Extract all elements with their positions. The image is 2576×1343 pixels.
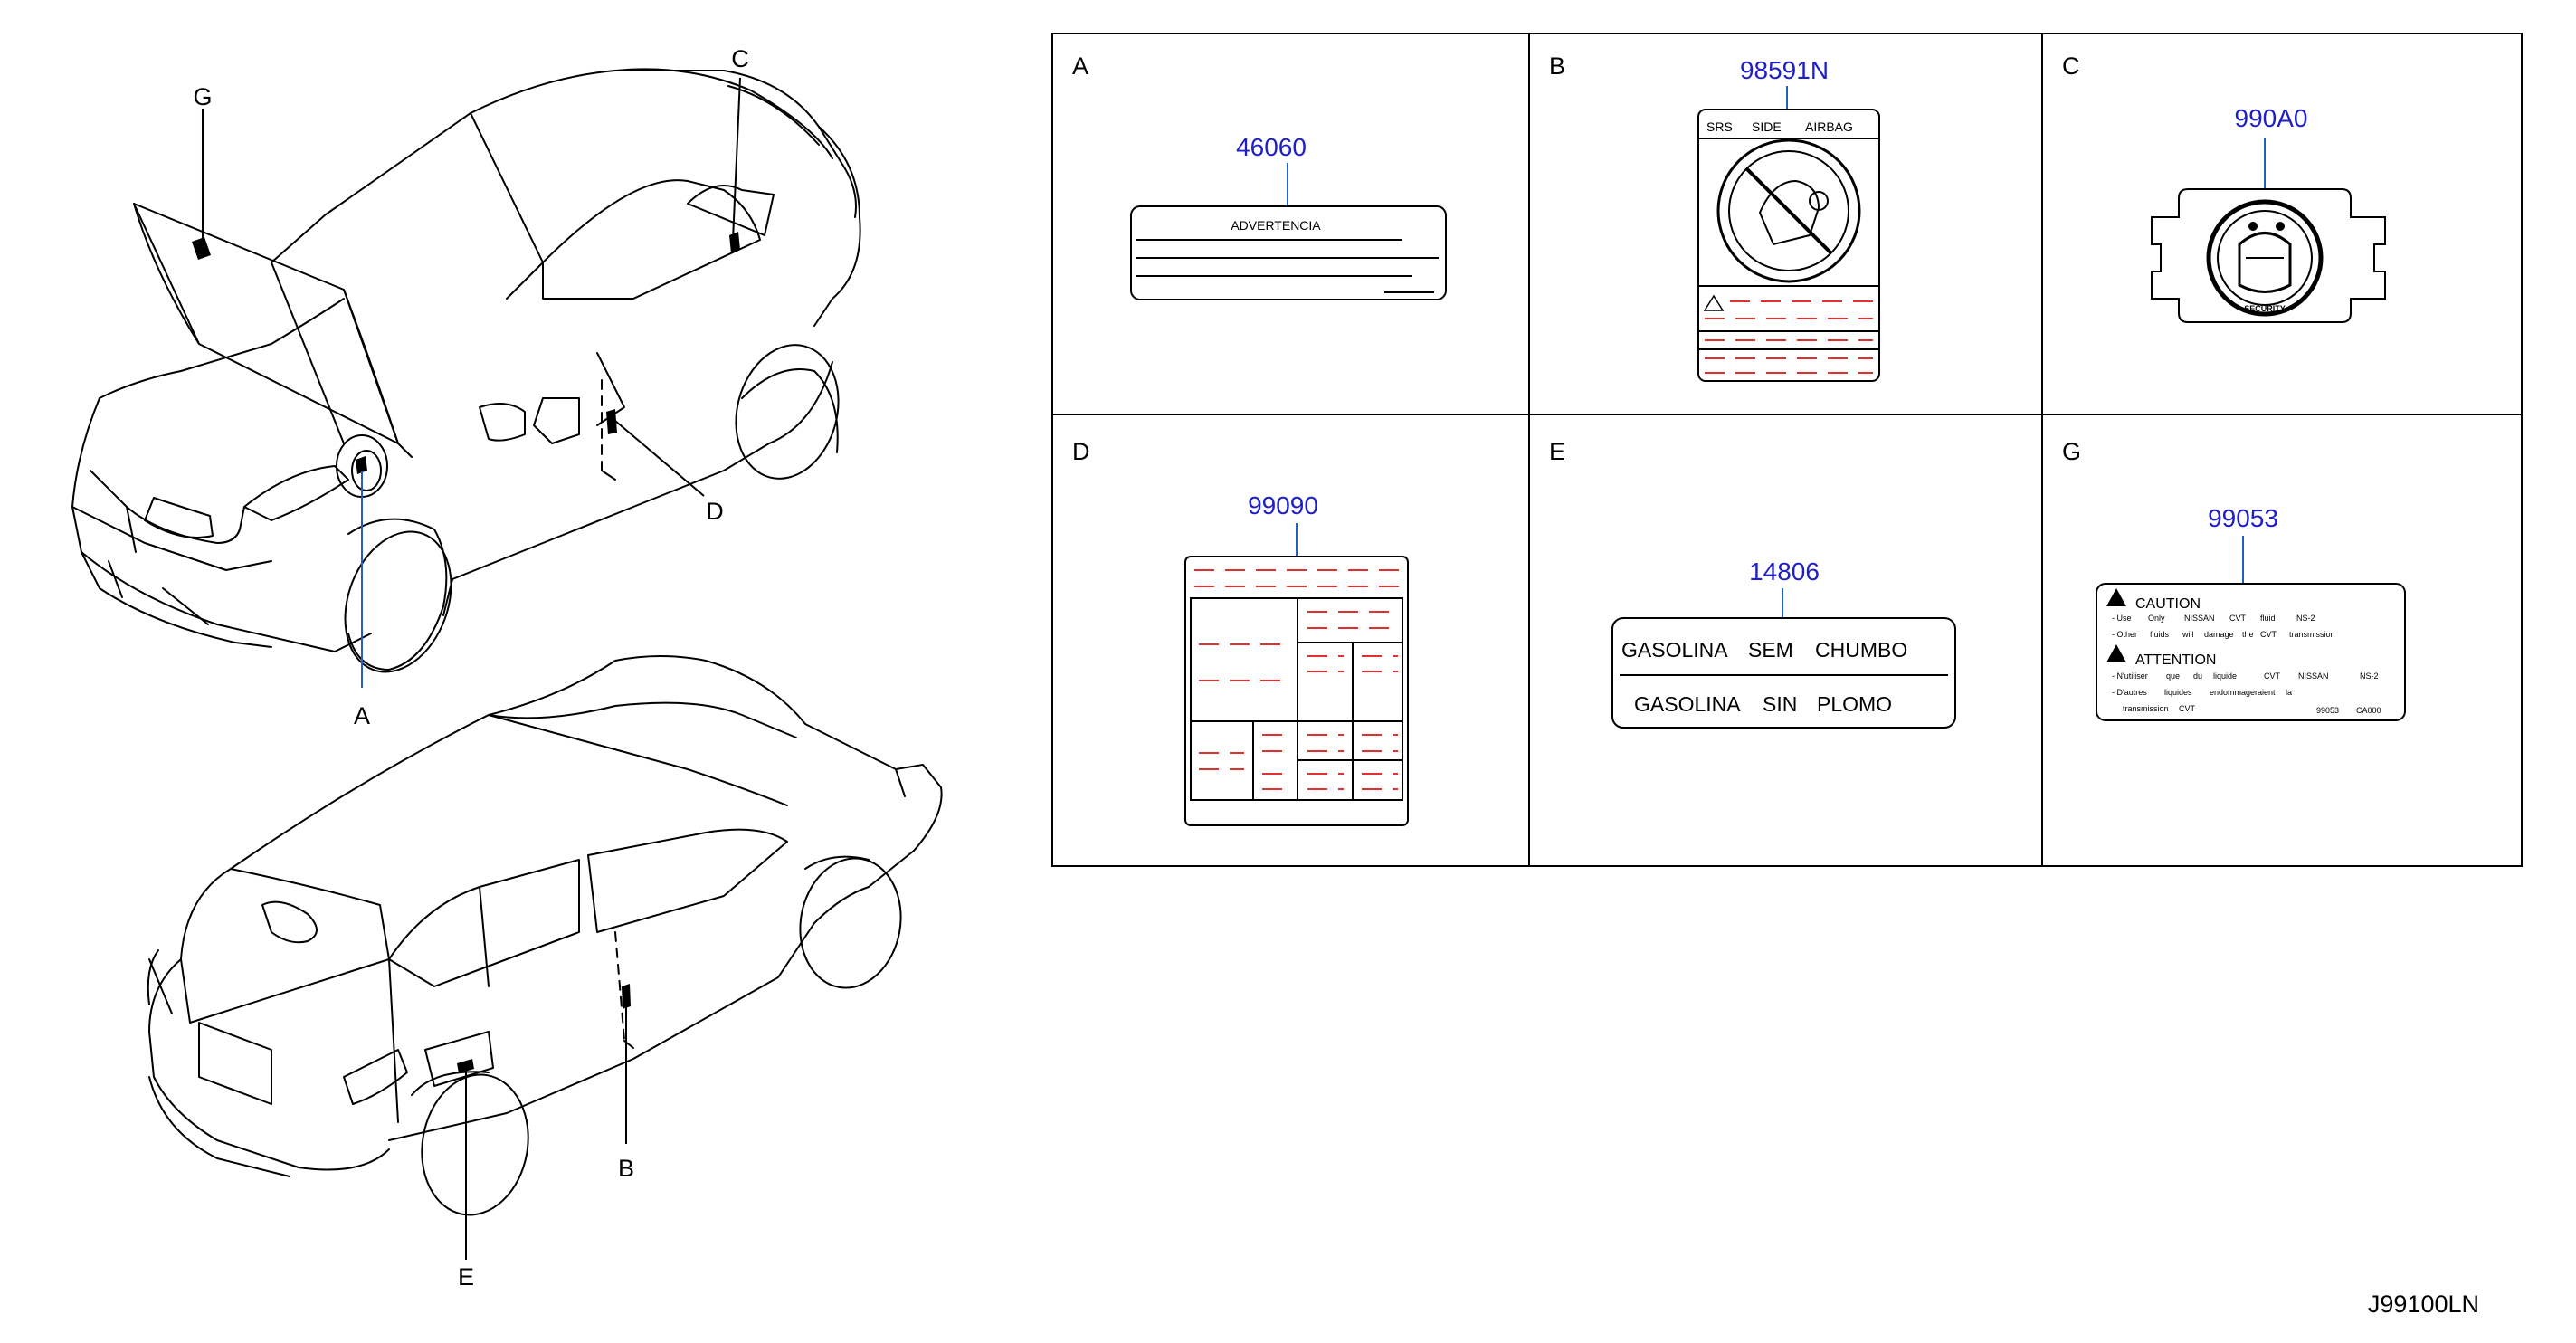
label-g: [2096, 583, 2406, 721]
attention-l1-w5: CVT: [2264, 672, 2281, 681]
no-child-seat-icon: [1716, 138, 1861, 283]
label-b: [1697, 109, 1880, 382]
callout-e: E: [458, 1263, 474, 1291]
marker-a: [356, 456, 367, 474]
attention-l1-w7: NS-2: [2360, 672, 2379, 681]
label-table: [1051, 33, 2523, 867]
label-e-line2-word2: SIN: [1763, 692, 1797, 716]
warning-triangle-icon: [1703, 294, 1725, 311]
attention-l1-w6: NISSAN: [2298, 672, 2329, 681]
label-b-word-1: SRS: [1706, 119, 1733, 134]
label-e-line2-word3: PLOMO: [1817, 692, 1892, 716]
callout-g: G: [193, 83, 212, 110]
label-c: [2151, 188, 2386, 323]
panel-a-letter: A: [1072, 52, 1088, 80]
part-number-e: 14806: [1749, 557, 1820, 586]
vehicle-rear-illustration: [147, 655, 943, 1216]
callout-b: B: [618, 1155, 634, 1182]
label-g-code-right: CA000: [2356, 706, 2381, 715]
caution-l1-w1: - Use: [2112, 614, 2132, 623]
panel-b-letter: B: [1549, 52, 1565, 80]
diagram-code: J99100LN: [2368, 1291, 2479, 1318]
label-a-title: ADVERTENCIA: [1231, 218, 1321, 233]
label-e-line1-word1: GASOLINA: [1621, 638, 1728, 662]
part-number-g: 99053: [2208, 504, 2278, 532]
caution-l1-w3: NISSAN: [2184, 614, 2215, 623]
panel-e-letter: E: [1549, 438, 1565, 465]
callout-a: A: [354, 702, 370, 729]
callout-d: D: [706, 498, 724, 525]
part-number-b: 98591N: [1740, 56, 1829, 84]
label-a: [1130, 205, 1447, 300]
panel-e: 14806 GASOLINA SEM CHUMBO GASOLINA SIN P…: [1611, 557, 1956, 729]
label-e: [1611, 617, 1956, 729]
label-b-word-3: AIRBAG: [1805, 119, 1853, 134]
caution-l2-w4: damage: [2204, 630, 2234, 639]
caution-l1-w4: CVT: [2229, 614, 2247, 623]
attention-l2-w2: liquides: [2164, 688, 2192, 697]
label-b-word-2: SIDE: [1752, 119, 1782, 134]
attention-l2-w4: la: [2286, 688, 2292, 697]
caution-l1-w5: fluid: [2260, 614, 2276, 623]
panel-g: 99053 CAUTION - Use Only NISSAN CVT flui…: [2096, 504, 2406, 721]
label-e-line1-word3: CHUMBO: [1815, 638, 1907, 662]
caution-l2-w2: fluids: [2150, 630, 2170, 639]
part-number-c: 990A0: [2235, 104, 2308, 132]
label-e-line2-word1: GASOLINA: [1634, 692, 1741, 716]
panel-d-letter: D: [1072, 438, 1090, 465]
panel-c: 990A0 SECURITY: [2151, 104, 2386, 323]
caution-l1-w2: Only: [2148, 614, 2165, 623]
caution-warning-icon: [2106, 588, 2126, 606]
marker-e: [457, 1059, 474, 1073]
attention-l2-w3: endommageraient: [2210, 688, 2276, 697]
label-g-code-left: 99053: [2316, 706, 2339, 715]
caution-l2-w1: - Other: [2112, 630, 2137, 639]
leader-c: [732, 77, 741, 241]
attention-warning-icon: [2106, 644, 2126, 662]
part-number-d: 99090: [1248, 491, 1318, 519]
caution-title: CAUTION: [2135, 596, 2201, 612]
caution-l2-w7: transmission: [2289, 630, 2335, 639]
panel-a: 46060 ADVERTENCIA: [1130, 133, 1447, 300]
panel-b: 98591N SRS SIDE AIRBAG: [1697, 56, 1880, 382]
vehicle-front-illustration: [71, 68, 861, 673]
security-text: SECURITY: [2244, 304, 2286, 313]
attention-l3-w1: transmission: [2123, 704, 2169, 713]
attention-l1-w4: liquide: [2213, 672, 2237, 681]
callout-c: C: [731, 45, 749, 72]
attention-l1-w3: du: [2193, 672, 2202, 681]
marker-c: [729, 232, 740, 253]
caution-l2-w6: CVT: [2260, 630, 2277, 639]
panel-c-letter: C: [2062, 52, 2080, 80]
part-number-a: 46060: [1236, 133, 1307, 161]
leader-d: [614, 420, 705, 497]
caution-l2-w3: will: [2182, 630, 2194, 639]
caution-l1-w6: NS-2: [2296, 614, 2315, 623]
panel-g-letter: G: [2062, 438, 2081, 465]
panel-d: 99090: [1184, 491, 1409, 826]
attention-l1-w2: que: [2166, 672, 2180, 681]
attention-title: ATTENTION: [2135, 652, 2216, 668]
marker-g: [192, 237, 211, 260]
attention-l1-w1: - N'utiliser: [2112, 672, 2148, 681]
security-car-icon: [2206, 199, 2324, 317]
attention-l3-w2: CVT: [2179, 704, 2196, 713]
label-d: [1184, 556, 1409, 826]
label-e-line1-word2: SEM: [1748, 638, 1793, 662]
marker-d: [606, 409, 617, 434]
attention-l2-w1: - D'autres: [2112, 688, 2147, 697]
caution-l2-w5: the: [2242, 630, 2254, 639]
